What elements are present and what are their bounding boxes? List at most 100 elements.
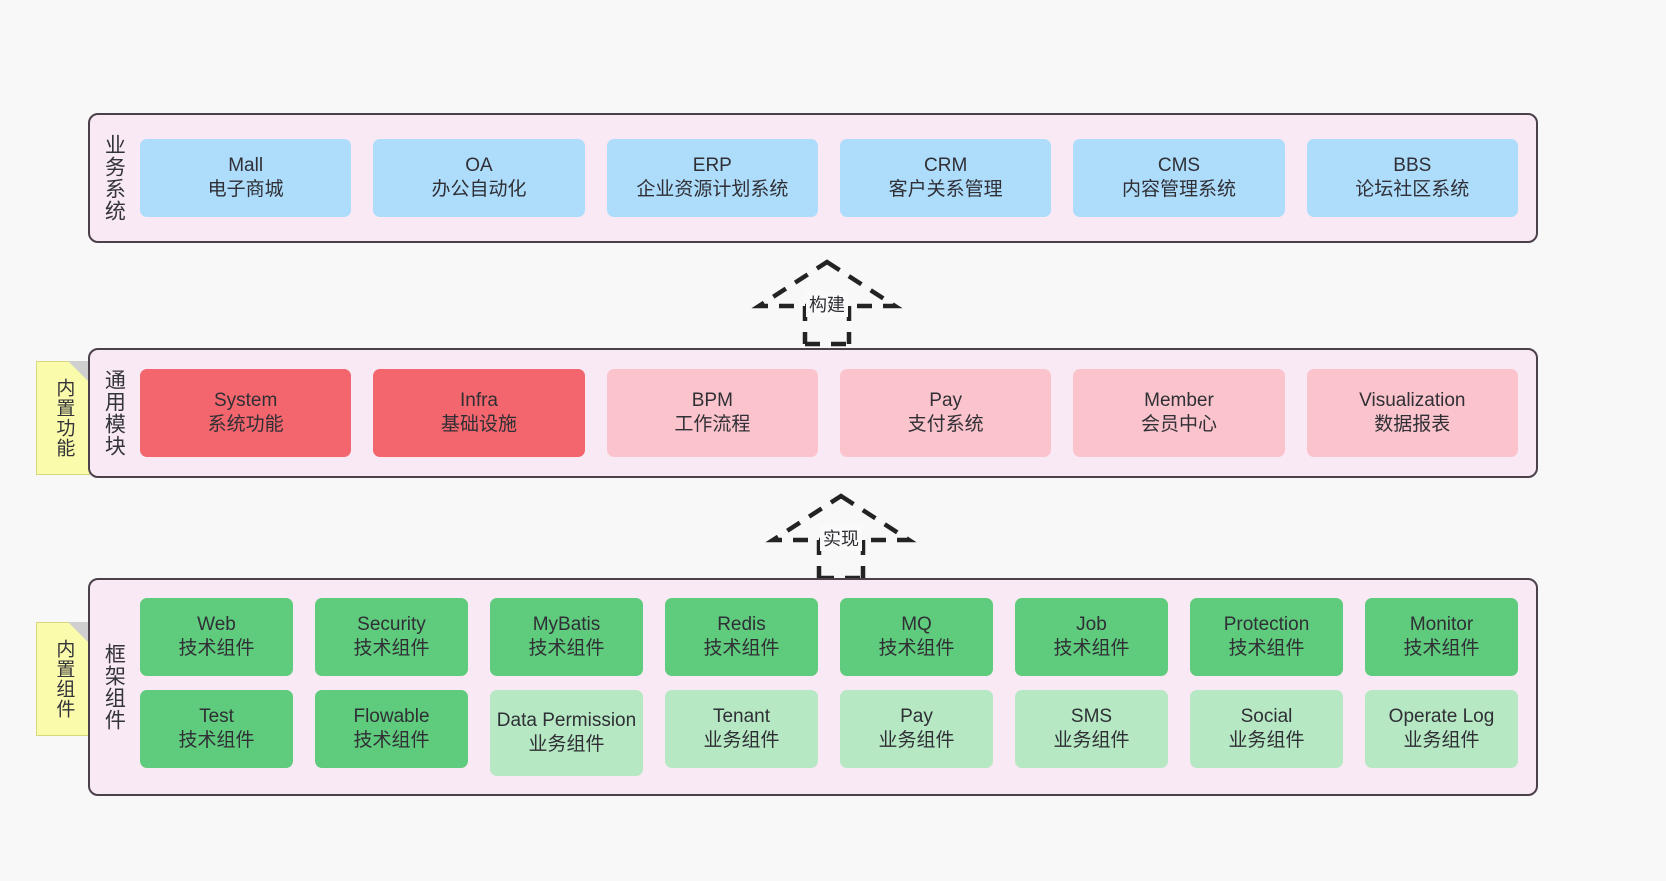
node-title: Mall bbox=[228, 154, 264, 176]
node-security[interactable]: Security 技术组件 bbox=[315, 598, 468, 676]
layer-title-business: 业务系统 bbox=[102, 134, 126, 222]
node-title: Web bbox=[197, 613, 236, 635]
layer-body-framework: Web 技术组件 Security 技术组件 MyBatis 技术组件 Redi… bbox=[136, 580, 1536, 794]
node-oa[interactable]: OA 办公自动化 bbox=[373, 139, 585, 217]
node-title: Social bbox=[1240, 705, 1293, 727]
node-title: Protection bbox=[1223, 613, 1310, 635]
node-subtitle: 技术组件 bbox=[353, 638, 430, 659]
node-tenant[interactable]: Tenant 业务组件 bbox=[665, 690, 818, 768]
node-title: Data Permission bbox=[496, 709, 637, 731]
node-subtitle: 系统功能 bbox=[207, 414, 284, 435]
node-title: Pay bbox=[900, 705, 933, 727]
node-subtitle: 技术组件 bbox=[178, 730, 255, 751]
node-subtitle: 业务组件 bbox=[1053, 730, 1130, 751]
node-title: Pay bbox=[929, 389, 963, 411]
node-job[interactable]: Job 技术组件 bbox=[1015, 598, 1168, 676]
node-monitor[interactable]: Monitor 技术组件 bbox=[1365, 598, 1518, 676]
node-row: Web 技术组件 Security 技术组件 MyBatis 技术组件 Redi… bbox=[140, 598, 1518, 676]
node-subtitle: 技术组件 bbox=[528, 638, 605, 659]
note-fold-icon bbox=[68, 622, 90, 644]
node-title: Visualization bbox=[1359, 389, 1466, 411]
node-data-permission[interactable]: Data Permission 业务组件 bbox=[490, 690, 643, 776]
node-member[interactable]: Member 会员中心 bbox=[1073, 369, 1285, 457]
node-bpm[interactable]: BPM 工作流程 bbox=[606, 369, 818, 457]
node-title: BBS bbox=[1393, 154, 1432, 176]
node-social[interactable]: Social 业务组件 bbox=[1190, 690, 1343, 768]
connector-build: 构建 bbox=[751, 258, 903, 347]
node-row: Mall 电子商城 OA 办公自动化 ERP 企业资源计划系统 CRM 客户关系… bbox=[140, 139, 1518, 217]
node-subtitle: 企业资源计划系统 bbox=[636, 179, 789, 200]
layer-title-framework: 框架组件 bbox=[102, 643, 126, 731]
node-test[interactable]: Test 技术组件 bbox=[140, 690, 293, 768]
node-pay-component[interactable]: Pay 业务组件 bbox=[840, 690, 993, 768]
connector-build-shape bbox=[751, 259, 903, 347]
note-label: 内置功能 bbox=[53, 378, 75, 458]
node-title: CRM bbox=[924, 154, 968, 176]
node-title: Operate Log bbox=[1388, 705, 1495, 727]
node-title: Redis bbox=[717, 613, 766, 635]
node-title: Tenant bbox=[712, 705, 771, 727]
node-subtitle: 技术组件 bbox=[178, 638, 255, 659]
node-erp[interactable]: ERP 企业资源计划系统 bbox=[606, 139, 818, 217]
node-subtitle: 会员中心 bbox=[1140, 414, 1217, 435]
node-subtitle: 客户关系管理 bbox=[888, 179, 1003, 200]
node-subtitle: 业务组件 bbox=[703, 730, 780, 751]
node-subtitle: 技术组件 bbox=[878, 638, 955, 659]
node-subtitle: 基础设施 bbox=[440, 414, 517, 435]
node-visualization[interactable]: Visualization 数据报表 bbox=[1306, 369, 1518, 457]
node-subtitle: 技术组件 bbox=[703, 638, 780, 659]
node-title: MQ bbox=[901, 613, 932, 635]
node-subtitle: 工作流程 bbox=[674, 414, 751, 435]
node-subtitle: 数据报表 bbox=[1374, 414, 1451, 435]
note-built-in-components: 内置组件 bbox=[36, 622, 90, 736]
node-title: ERP bbox=[692, 154, 732, 176]
node-title: MyBatis bbox=[532, 613, 601, 635]
node-subtitle: 电子商城 bbox=[207, 179, 284, 200]
node-subtitle: 技术组件 bbox=[1228, 638, 1305, 659]
node-cms[interactable]: CMS 内容管理系统 bbox=[1073, 139, 1285, 217]
node-bbs[interactable]: BBS 论坛社区系统 bbox=[1306, 139, 1518, 217]
layer-title-modules: 通用模块 bbox=[102, 369, 126, 457]
node-infra[interactable]: Infra 基础设施 bbox=[373, 369, 585, 457]
note-fold-icon bbox=[68, 361, 90, 383]
node-title: System bbox=[213, 389, 278, 411]
node-title: Monitor bbox=[1409, 613, 1474, 635]
node-subtitle: 技术组件 bbox=[353, 730, 430, 751]
node-subtitle: 支付系统 bbox=[907, 414, 984, 435]
note-built-in-features: 内置功能 bbox=[36, 361, 90, 475]
node-title: CMS bbox=[1157, 154, 1201, 176]
node-mall[interactable]: Mall 电子商城 bbox=[140, 139, 352, 217]
node-subtitle: 内容管理系统 bbox=[1121, 179, 1236, 200]
node-system[interactable]: System 系统功能 bbox=[140, 369, 352, 457]
node-mybatis[interactable]: MyBatis 技术组件 bbox=[490, 598, 643, 676]
node-subtitle: 论坛社区系统 bbox=[1355, 179, 1470, 200]
note-label: 内置组件 bbox=[53, 639, 75, 719]
node-sms[interactable]: SMS 业务组件 bbox=[1015, 690, 1168, 768]
layer-business-systems: 业务系统 Mall 电子商城 OA 办公自动化 ERP 企业资源计划系统 CRM… bbox=[88, 113, 1538, 243]
node-row: System 系统功能 Infra 基础设施 BPM 工作流程 Pay 支付系统… bbox=[140, 369, 1518, 457]
node-subtitle: 技术组件 bbox=[1403, 638, 1480, 659]
node-title: Infra bbox=[459, 389, 498, 411]
node-crm[interactable]: CRM 客户关系管理 bbox=[839, 139, 1052, 217]
node-title: OA bbox=[465, 154, 493, 176]
connector-build-label: 构建 bbox=[806, 291, 848, 317]
node-title: Security bbox=[357, 613, 426, 635]
layer-common-modules: 通用模块 System 系统功能 Infra 基础设施 BPM 工作流程 Pay… bbox=[88, 348, 1538, 478]
node-title: SMS bbox=[1070, 705, 1113, 727]
node-subtitle: 业务组件 bbox=[1228, 730, 1305, 751]
node-mq[interactable]: MQ 技术组件 bbox=[840, 598, 993, 676]
node-title: Test bbox=[199, 705, 234, 727]
node-web[interactable]: Web 技术组件 bbox=[140, 598, 293, 676]
node-protection[interactable]: Protection 技术组件 bbox=[1190, 598, 1343, 676]
node-redis[interactable]: Redis 技术组件 bbox=[665, 598, 818, 676]
node-subtitle: 业务组件 bbox=[878, 730, 955, 751]
node-title: Member bbox=[1144, 389, 1214, 411]
connector-implement: 实现 bbox=[765, 492, 917, 581]
node-flowable[interactable]: Flowable 技术组件 bbox=[315, 690, 468, 768]
layer-body-modules: System 系统功能 Infra 基础设施 BPM 工作流程 Pay 支付系统… bbox=[136, 350, 1536, 476]
node-pay[interactable]: Pay 支付系统 bbox=[839, 369, 1052, 457]
node-operate-log[interactable]: Operate Log 业务组件 bbox=[1365, 690, 1518, 768]
node-title: Flowable bbox=[353, 705, 430, 727]
connector-implement-label: 实现 bbox=[820, 525, 862, 551]
